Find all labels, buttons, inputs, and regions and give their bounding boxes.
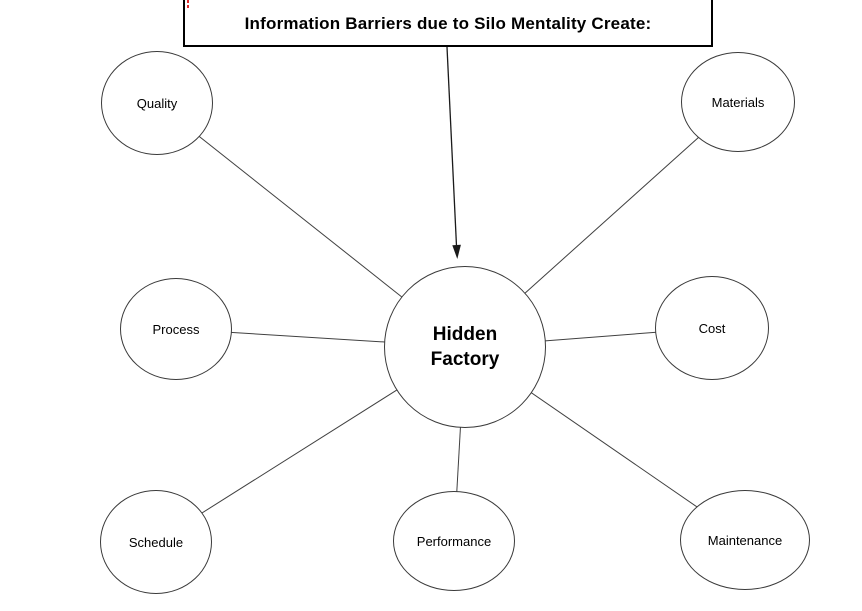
node-label: Schedule [128, 534, 184, 550]
title-text: Information Barriers due to Silo Mentali… [244, 13, 652, 33]
title-arrow-head-icon [452, 244, 461, 259]
node-process: Process [120, 278, 232, 380]
node-label: Maintenance [707, 532, 783, 548]
title-box: Information Barriers due to Silo Mentali… [183, 0, 713, 47]
node-label: Performance [416, 533, 492, 549]
node-label: Materials [711, 94, 765, 110]
node-materials: Materials [681, 52, 795, 152]
node-quality: Quality [101, 51, 213, 155]
node-label: Process [152, 321, 200, 337]
node-label: Quality [136, 95, 178, 111]
red-artifact-mark [187, 0, 189, 9]
center-node-label: Hidden Factory [430, 324, 500, 370]
node-schedule: Schedule [100, 490, 212, 594]
node-performance: Performance [393, 491, 515, 591]
node-label: Cost [698, 320, 726, 336]
title-arrow-line [446, 46, 458, 249]
node-hidden-factory: Hidden Factory [384, 266, 546, 428]
node-cost: Cost [655, 276, 769, 380]
node-maintenance: Maintenance [680, 490, 810, 590]
